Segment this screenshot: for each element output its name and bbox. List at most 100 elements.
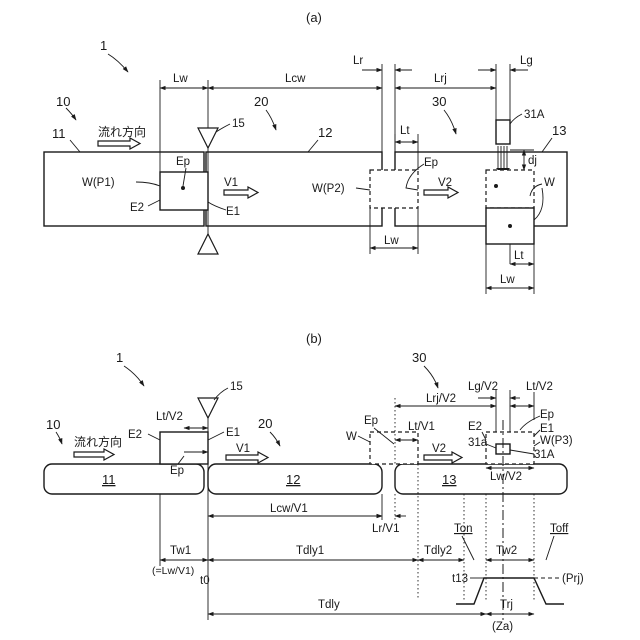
conveyor-12-leader xyxy=(308,140,318,152)
time-tdly-label: Tdly xyxy=(318,599,340,611)
downstream-ref-leader-b xyxy=(424,366,438,388)
time-ton-label: Ton xyxy=(454,523,473,535)
edge-e1-b2-label: E1 xyxy=(540,423,554,435)
panel-b: (b) 1 30 10 20 15 流れ方向 11 12 13 Lt/V2 E2… xyxy=(44,331,584,633)
time-toff-leader xyxy=(546,536,554,560)
valve-ref-label: 31A xyxy=(524,109,545,121)
time-tw1-label: Tw1 xyxy=(170,545,191,557)
middle-ref-leader-b xyxy=(270,432,280,446)
dim-lt-label-2: Lt xyxy=(514,250,524,262)
dim-lt-v1-label: Lt/V1 xyxy=(408,421,435,433)
dim-lw-label-2: Lw xyxy=(384,235,399,247)
time-tdly2-label: Tdly2 xyxy=(424,545,452,557)
upstream-ref-label: 10 xyxy=(56,94,70,109)
upstream-ref-leader-b xyxy=(56,432,62,444)
triangle-sensor-icon xyxy=(198,234,218,254)
speed-v1-b-label: V1 xyxy=(236,443,250,455)
downstream-ref-leader xyxy=(444,110,456,134)
speed-v1-label: V1 xyxy=(224,177,238,189)
workpiece-w-dashed xyxy=(486,170,534,208)
edge-ep-b3-label: Ep xyxy=(540,409,554,421)
conveyor-13-label: 13 xyxy=(552,123,566,138)
workpiece-p2-label: W(P2) xyxy=(312,183,345,195)
dim-lt-v2-label: Lt/V2 xyxy=(156,411,183,423)
dim-lcw-label: Lcw xyxy=(285,73,306,85)
dim-lcw-v1-label: Lcw/V1 xyxy=(270,503,308,515)
conveyor-13-leader xyxy=(542,138,552,152)
conveyor-12-label: 12 xyxy=(318,125,332,140)
time-ton-leader xyxy=(462,536,474,560)
time-t0-label: t0 xyxy=(200,575,210,587)
conveyor-13-b xyxy=(395,464,567,494)
dim-lw-label-3: Lw xyxy=(500,274,515,286)
workpiece-p3-label: W(P3) xyxy=(540,435,573,447)
conveyor-13-b-label: 13 xyxy=(442,472,456,487)
speed-v2-b-label: V2 xyxy=(432,443,446,455)
conveyor-11-leader xyxy=(70,140,80,152)
time-za-label: (Za) xyxy=(492,621,513,633)
workpiece-w-label: W xyxy=(544,177,555,189)
label-31a: 31a xyxy=(468,437,488,449)
edge-ep-point xyxy=(181,186,185,190)
conveyor-12-b-label: 12 xyxy=(286,472,300,487)
time-tdly1-label: Tdly1 xyxy=(296,545,324,557)
dim-dj-label: dj xyxy=(528,155,537,167)
workpiece-w-point-2 xyxy=(508,224,512,228)
sensor-ref-label-b: 15 xyxy=(230,381,243,393)
upstream-ref-label-b: 10 xyxy=(46,417,60,432)
edge-ep-label: Ep xyxy=(176,156,190,168)
flow-direction-label-b: 流れ方向 xyxy=(74,434,122,449)
dim-lrj-label: Lrj xyxy=(434,73,447,85)
panel-b-caption: (b) xyxy=(306,331,322,346)
workpiece-w-dashed-b xyxy=(370,432,418,464)
edge-ep-b2-label: Ep xyxy=(364,415,378,427)
flow-direction-label: 流れ方向 xyxy=(98,124,146,139)
downstream-ref-label: 30 xyxy=(432,94,446,109)
valve-ref-b-label: 31A xyxy=(534,449,555,461)
dim-lr-v1-label: Lr/V1 xyxy=(372,523,400,535)
edge-ep-label-2: Ep xyxy=(424,157,438,169)
time-toff-label: Toff xyxy=(550,523,569,535)
edge-e2-b-label: E2 xyxy=(128,429,142,441)
dim-lt-label: Lt xyxy=(400,125,410,137)
workpiece-w-b-label: W xyxy=(346,431,357,443)
dim-lr-label: Lr xyxy=(353,55,363,67)
device-ref-leader xyxy=(108,54,128,72)
valve-ref-leader xyxy=(510,114,522,124)
dim-lw-label: Lw xyxy=(173,73,188,85)
block-arrow-icon xyxy=(98,138,140,149)
dim-lg-v2-label: Lg/V2 xyxy=(468,381,498,393)
triangle-sensor-icon xyxy=(198,128,218,148)
dim-lrj-v2-label: Lrj/V2 xyxy=(426,393,456,405)
device-ref-label-b: 1 xyxy=(116,350,123,365)
edge-e1-b-leader xyxy=(208,432,224,440)
valve-31a xyxy=(496,120,510,144)
conveyor-11-label: 11 xyxy=(52,126,66,141)
edge-e1-b-label: E1 xyxy=(226,427,240,439)
edge-e2-b2-label: E2 xyxy=(468,421,482,433)
workpiece-p1-b xyxy=(160,432,208,464)
dim-lt-v2-right-label: Lt/V2 xyxy=(526,381,553,393)
edge-e1-label: E1 xyxy=(226,206,240,218)
edge-ep-b3-leader xyxy=(520,416,540,430)
sensor-ref-label: 15 xyxy=(232,118,245,130)
time-prj-label: (Prj) xyxy=(562,573,584,585)
speed-v2-label: V2 xyxy=(438,177,452,189)
device-ref-label: 1 xyxy=(100,38,107,53)
panel-a: (a) 1 10 20 30 11 12 13 流れ方向 Ep W(P1) E2… xyxy=(44,10,567,294)
time-trj-label: Trj xyxy=(500,599,513,611)
time-tw2-label: Tw2 xyxy=(496,545,517,557)
edge-e2-b-leader xyxy=(148,434,160,440)
time-tw1-eq-label: (=Lw/V1) xyxy=(152,565,194,577)
conveyor-11-b-label: 11 xyxy=(102,472,116,487)
panel-a-caption: (a) xyxy=(306,10,322,25)
middle-ref-label: 20 xyxy=(254,94,268,109)
middle-ref-label-b: 20 xyxy=(258,416,272,431)
upstream-ref-leader xyxy=(66,108,76,120)
workpiece-p1-label: W(P1) xyxy=(82,177,115,189)
conveyor-13 xyxy=(395,152,567,226)
dim-lg-label: Lg xyxy=(520,55,533,67)
workpiece-w-point xyxy=(494,184,498,188)
edge-ep-b-label: Ep xyxy=(170,465,184,477)
